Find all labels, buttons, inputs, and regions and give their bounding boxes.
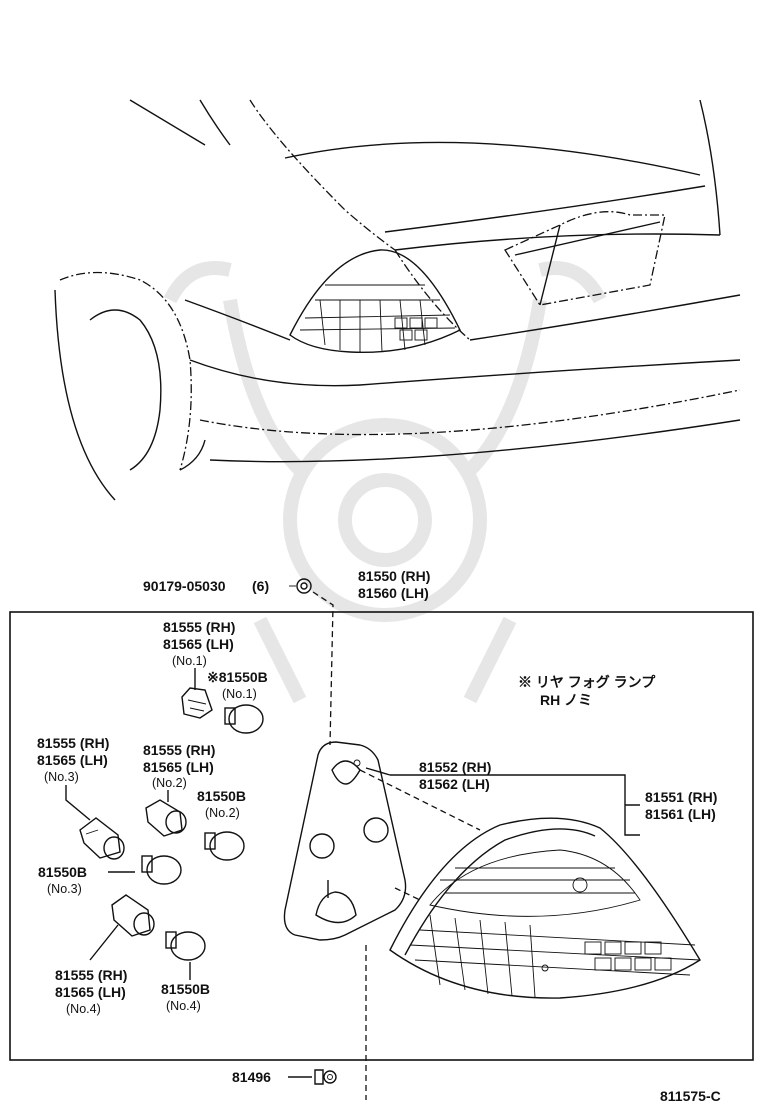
bulb-no3-number: 81550B [38, 864, 87, 880]
socket-no2-position: (No.2) [152, 776, 187, 790]
car-rear-illustration [54, 99, 741, 501]
socket-no4-rh: 81555 (RH) [55, 967, 127, 983]
parts-frame [9, 611, 754, 1061]
screw-icon [314, 1069, 337, 1085]
screw-part-number: 81496 [232, 1069, 271, 1085]
socket-no4-position: (No.4) [66, 1002, 101, 1016]
socket-no4-icon [111, 894, 155, 937]
bulb-no1-icon [224, 704, 264, 734]
lens-icon [389, 817, 701, 999]
bulb-no3-icon [141, 855, 182, 885]
socket-no1-icon [181, 687, 213, 719]
socket-no1-lh: 81565 (LH) [163, 636, 234, 652]
socket-no2-rh: 81555 (RH) [143, 742, 215, 758]
lens-lh: 81561 (LH) [645, 806, 716, 822]
bulb-no4-position: (No.4) [166, 999, 201, 1013]
bulb-no1-number: ※81550B [207, 669, 268, 685]
bulb-no2-icon [204, 831, 245, 861]
nut-quantity: (6) [252, 578, 269, 594]
gasket-rh: 81552 (RH) [419, 759, 491, 775]
bulb-no3-position: (No.3) [47, 882, 82, 896]
socket-no3-position: (No.3) [44, 770, 79, 784]
lamp-assy-lh: 81560 (LH) [358, 585, 429, 601]
socket-no4-lh: 81565 (LH) [55, 984, 126, 1000]
lamp-assy-rh: 81550 (RH) [358, 568, 430, 584]
socket-no3-icon [79, 817, 125, 860]
bulb-no4-number: 81550B [161, 981, 210, 997]
watermark-emblem-icon [163, 261, 607, 704]
diagram-id: 811575-C [660, 1088, 721, 1104]
socket-no2-icon [145, 799, 187, 837]
nut-part-number: 90179-05030 [143, 578, 226, 594]
socket-no3-lh: 81565 (LH) [37, 752, 108, 768]
note-line-1: ※ リヤ フォグ ランプ [518, 674, 656, 690]
socket-no1-position: (No.1) [172, 654, 207, 668]
gasket-lh: 81562 (LH) [419, 776, 490, 792]
nut-icon [289, 578, 312, 594]
bulb-no1-position: (No.1) [222, 687, 257, 701]
bulb-no2-number: 81550B [197, 788, 246, 804]
socket-no1-rh: 81555 (RH) [163, 619, 235, 635]
bulb-no2-position: (No.2) [205, 806, 240, 820]
socket-no3-rh: 81555 (RH) [37, 735, 109, 751]
lens-rh: 81551 (RH) [645, 789, 717, 805]
bulb-no4-icon [165, 931, 206, 961]
note-line-2: RH ノミ [540, 692, 592, 708]
socket-no2-lh: 81565 (LH) [143, 759, 214, 775]
gasket-icon [283, 741, 407, 941]
